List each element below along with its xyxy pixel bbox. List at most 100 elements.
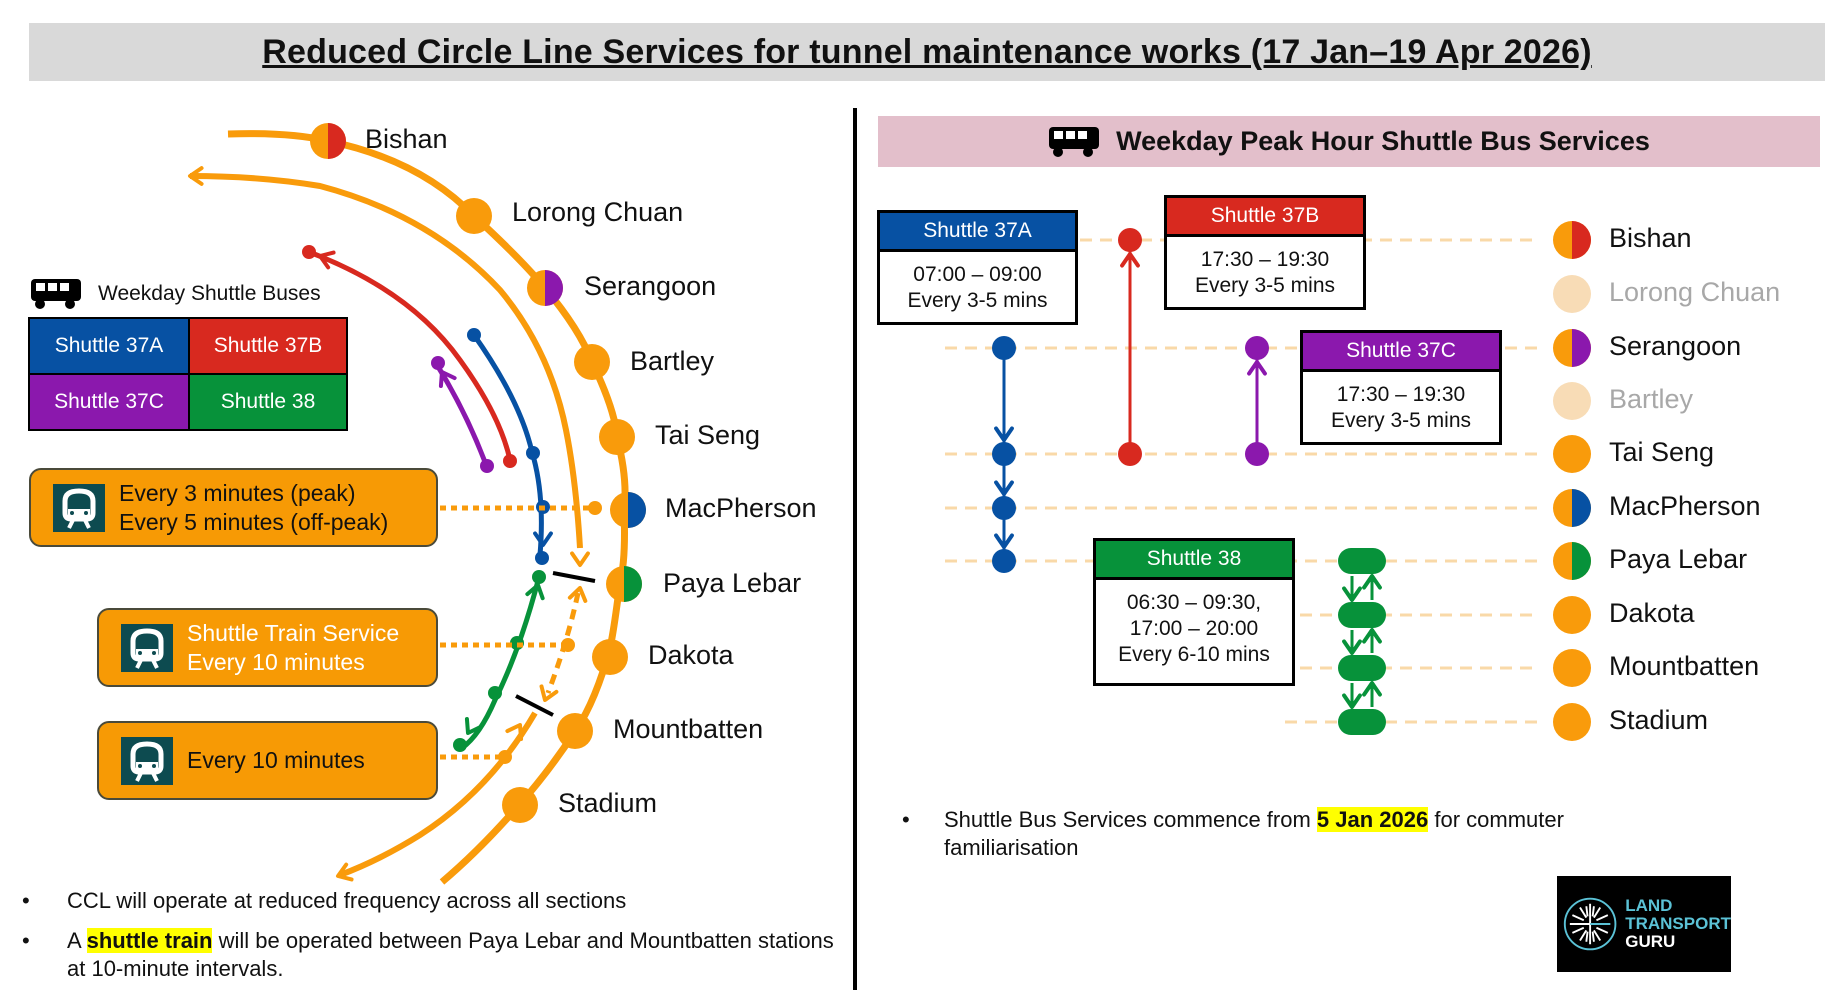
station-dot-right xyxy=(545,270,563,306)
arrow-down-icon xyxy=(1342,639,1362,655)
route-stop xyxy=(992,336,1016,360)
station-label: Bishan xyxy=(365,124,448,154)
route-stop xyxy=(453,738,467,752)
route-stop xyxy=(535,551,549,565)
route-stop xyxy=(532,570,546,584)
arrow-up-icon xyxy=(438,370,457,388)
route-stop xyxy=(1245,442,1269,466)
station-dot-left xyxy=(557,713,593,749)
station-dot xyxy=(1553,489,1591,527)
station-dot xyxy=(592,639,628,675)
route-stop xyxy=(302,245,316,259)
station-dot xyxy=(1553,435,1591,473)
station-dot xyxy=(574,344,610,380)
service-box-37c: Shuttle 37C 17:30 – 19:30 Every 3-5 mins xyxy=(1300,330,1502,445)
station-dot xyxy=(456,198,492,234)
bus-icon xyxy=(1049,126,1100,157)
arrow-down-icon xyxy=(539,684,559,702)
panel-divider xyxy=(853,108,857,990)
frequency-text: Every 3 minutes (peak) Every 5 minutes (… xyxy=(119,479,388,537)
note-commencement: • Shuttle Bus Services commence from 5 J… xyxy=(902,806,1704,862)
station-dot-left xyxy=(1553,435,1591,473)
station-dot xyxy=(1553,221,1591,259)
route-stop xyxy=(526,446,540,460)
station-dot-left xyxy=(1553,275,1591,313)
station-dot xyxy=(1553,329,1591,367)
route-stop xyxy=(1118,228,1142,252)
arrow-left-icon xyxy=(188,166,204,186)
route-stop xyxy=(467,328,481,342)
route-stop xyxy=(1245,336,1269,360)
station-label: Lorong Chuan xyxy=(1609,277,1781,307)
station-dot xyxy=(599,419,635,455)
train-icon xyxy=(121,623,173,672)
station-dot-right xyxy=(624,566,642,602)
note-text: for commuter familiarisation xyxy=(944,807,1564,860)
station-label: Dakota xyxy=(1609,598,1695,628)
station-dot-left xyxy=(1553,649,1591,687)
station-dot xyxy=(1553,703,1591,741)
logo-line: TRANSPORT xyxy=(1625,914,1731,933)
station-dot xyxy=(1553,542,1591,580)
route-stop xyxy=(992,442,1016,466)
connector-end xyxy=(561,638,575,652)
route-stop xyxy=(992,549,1016,573)
service-frequency: Every 3-5 mins xyxy=(1194,274,1336,297)
bullet-text: CCL will operate at reduced frequency ac… xyxy=(67,888,627,913)
service-frequency: Every 6-10 mins xyxy=(1118,643,1270,666)
legend-shuttle-37a: Shuttle 37A xyxy=(28,317,190,375)
logo-line: GURU xyxy=(1625,932,1676,951)
station-dot-left xyxy=(1553,703,1591,741)
closure-mark xyxy=(552,571,596,583)
connector-end xyxy=(588,501,602,515)
station-label: MacPherson xyxy=(1609,491,1761,521)
station-dot-left xyxy=(592,639,628,675)
legend-shuttle-37c: Shuttle 37C xyxy=(28,373,190,431)
service-name: Shuttle 37A xyxy=(880,213,1075,252)
station-dot-right xyxy=(628,492,646,528)
station-dot-left xyxy=(574,344,610,380)
station-dot xyxy=(1553,649,1591,687)
service-frequency: Every 3-5 mins xyxy=(907,289,1048,312)
station-dot-right xyxy=(1572,542,1591,580)
station-label: Serangoon xyxy=(1609,331,1742,361)
arrow-down-icon xyxy=(570,551,590,567)
arrow-up-icon xyxy=(1362,681,1382,697)
route-37b xyxy=(308,249,513,461)
route-stop xyxy=(1338,548,1386,574)
station-dot-left xyxy=(599,419,635,455)
train-icon xyxy=(121,736,173,785)
station-label: Mountbatten xyxy=(1609,651,1760,681)
service-box-38: Shuttle 38 06:30 – 09:30, 17:00 – 20:00 … xyxy=(1093,538,1295,686)
frequency-text: Every 10 minutes xyxy=(187,746,365,775)
route-stop xyxy=(1118,442,1142,466)
arrow-up-icon xyxy=(1247,360,1267,376)
shuttle-train-line xyxy=(545,592,581,694)
frequency-line: Every 5 minutes (off-peak) xyxy=(119,508,389,535)
station-label: Lorong Chuan xyxy=(512,197,684,227)
ccl-inner-line-south xyxy=(338,711,538,878)
legend-title: Weekday Shuttle Buses xyxy=(98,282,321,305)
station-label: Tai Seng xyxy=(655,420,761,450)
route-stop xyxy=(480,459,494,473)
bus-icon xyxy=(31,279,81,309)
frequency-box-shuttle-train: Shuttle Train Service Every 10 minutes xyxy=(97,608,438,687)
arrow-down-icon xyxy=(1342,693,1362,709)
station-label: Dakota xyxy=(648,640,734,670)
station-dot xyxy=(310,123,346,159)
logo-mark-icon xyxy=(1563,897,1617,951)
arrow-down-icon xyxy=(994,426,1014,442)
ccl-inner-line-north xyxy=(189,173,583,549)
bullet-dot: • xyxy=(22,888,30,913)
legend-shuttle-38: Shuttle 38 xyxy=(188,373,348,431)
station-dot-left xyxy=(456,198,492,234)
title-banner: Reduced Circle Line Services for tunnel … xyxy=(29,23,1825,81)
highlight-shuttle-train: shuttle train xyxy=(86,928,213,953)
arrow-up-icon xyxy=(318,250,336,270)
arrow-left-icon xyxy=(336,862,354,882)
arrow-up-icon xyxy=(1362,628,1382,644)
service-time: 17:30 – 19:30 xyxy=(1200,248,1330,271)
arrow-down-icon xyxy=(994,480,1014,496)
arrow-down-icon xyxy=(1342,586,1362,602)
